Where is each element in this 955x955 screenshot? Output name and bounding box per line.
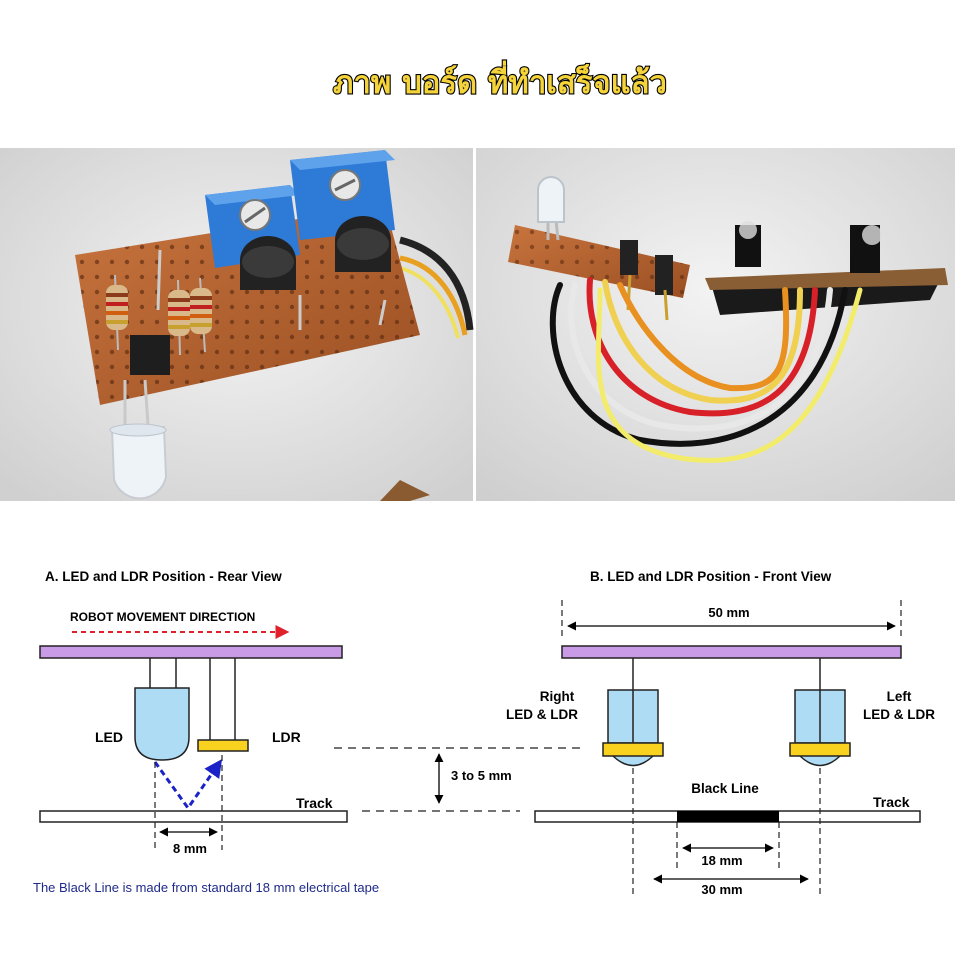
- track-label-a: Track: [296, 795, 333, 811]
- right-sensor-label: Right: [540, 689, 575, 704]
- robot-plate-b: [561, 645, 902, 659]
- led-photo: [109, 379, 168, 500]
- resistor: [190, 277, 212, 353]
- direction-label: ROBOT MOVEMENT DIRECTION: [70, 610, 255, 624]
- gap-label: 8 mm: [173, 841, 207, 856]
- height-label: 3 to 5 mm: [451, 768, 512, 783]
- led-shape-a: [134, 687, 190, 761]
- ribbon-wires: [549, 277, 863, 463]
- black-line-tape: [677, 811, 779, 822]
- diagram-a: A. LED and LDR Position - Rear View ROBO…: [39, 569, 348, 856]
- header-pins: [130, 335, 170, 375]
- resistor: [168, 279, 190, 356]
- ldr-shape-a: [197, 739, 249, 752]
- left-sensor-label: Left: [887, 689, 912, 704]
- left-sensor-label: LED & LDR: [863, 707, 935, 722]
- led-label: LED: [95, 729, 123, 745]
- height-dimension: 3 to 5 mm: [334, 747, 580, 812]
- track-label-b: Track: [873, 794, 910, 810]
- tape-label: 18 mm: [701, 853, 742, 868]
- left-sensor: [789, 658, 851, 767]
- right-sensor: [602, 658, 664, 767]
- right-sensor-label: LED & LDR: [506, 707, 578, 722]
- photo-right: [476, 148, 955, 501]
- track-a: [39, 810, 348, 823]
- diagram-b: B. LED and LDR Position - Front View 50 …: [506, 569, 935, 897]
- led-photo-right: [537, 176, 565, 241]
- sensor-board-pcb: [508, 225, 690, 321]
- width-label: 50 mm: [708, 605, 749, 620]
- spacing-label: 30 mm: [701, 882, 742, 897]
- black-line-label: Black Line: [691, 781, 759, 796]
- robot-plate-a: [39, 645, 343, 659]
- ldr-label: LDR: [272, 729, 301, 745]
- tape-note: The Black Line is made from standard 18 …: [33, 880, 379, 895]
- reflection-path: [153, 759, 223, 811]
- resistor: [106, 274, 128, 351]
- diagram-a-title: A. LED and LDR Position - Rear View: [45, 569, 282, 584]
- transistor-left: [240, 236, 296, 290]
- diagram-b-title: B. LED and LDR Position - Front View: [590, 569, 832, 584]
- transistor-right: [335, 216, 391, 272]
- photo-left: [0, 148, 474, 501]
- page-title: ภาพ บอร์ด ที่ทำเสร็จแล้ว: [333, 60, 667, 101]
